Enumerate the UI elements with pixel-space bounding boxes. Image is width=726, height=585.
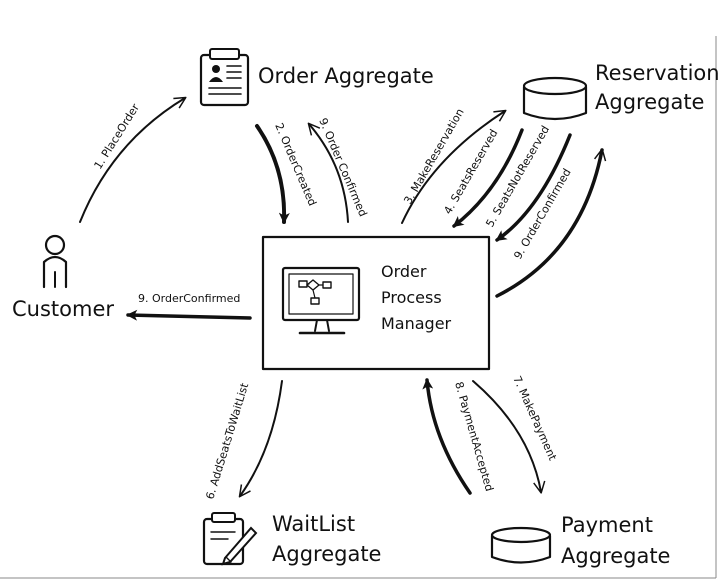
order-confirmed-customer-label: 9. OrderConfirmed [138, 292, 240, 305]
monitor-flowchart-icon [281, 266, 361, 335]
edge-order-confirmed-order: 9. Order Confirmed [307, 116, 370, 223]
edge-payment-accepted: 8. PaymentAccepted [422, 378, 496, 495]
process-manager-label-line3: Manager [381, 314, 452, 333]
waitlist-aggregate-label-line1: WaitList [272, 512, 355, 536]
edge-order-created: 2. OrderCreated [255, 121, 319, 224]
reservation-aggregate-label-line2: Aggregate [595, 90, 704, 114]
place-order-arrow [79, 96, 187, 223]
process-manager-node: Order Process Manager [261, 235, 491, 371]
person-icon [42, 234, 68, 289]
waitlist-aggregate-node: WaitList Aggregate [202, 512, 381, 566]
edge-order-confirmed-customer: 9. OrderConfirmed [126, 292, 252, 321]
order-confirmed-reservation-arrow [495, 148, 607, 298]
waitlist-aggregate-label-line2: Aggregate [272, 542, 381, 566]
database-icon [522, 76, 588, 121]
order-confirmed-order-arrow [307, 122, 349, 223]
order-confirmed-order-label: 9. Order Confirmed [316, 116, 369, 219]
payment-aggregate-label-line1: Payment [561, 513, 653, 537]
make-payment-label: 7. MakePayment [510, 374, 559, 463]
seats-not-reserved-arrow [495, 133, 572, 242]
add-seats-to-waitlist-label: 6. AddSeatsToWaitList [203, 381, 251, 501]
customer-label: Customer [12, 297, 114, 321]
add-seats-to-waitlist-arrow [238, 380, 283, 498]
reservation-aggregate-label-line1: Reservation [595, 61, 720, 85]
order-aggregate-node: Order Aggregate [199, 48, 434, 107]
edge-add-seats-to-waitlist: 6. AddSeatsToWaitList [203, 380, 283, 501]
order-aggregate-label: Order Aggregate [258, 64, 434, 88]
make-payment-arrow [472, 380, 546, 494]
payment-aggregate-node: Payment Aggregate [490, 513, 670, 568]
process-manager-label-line1: Order [381, 262, 427, 281]
customer-node: Customer [12, 234, 114, 321]
order-created-label: 2. OrderCreated [272, 121, 319, 208]
reservation-aggregate-node: Reservation Aggregate [522, 61, 720, 121]
order-created-arrow [255, 124, 290, 224]
edge-place-order: 1. PlaceOrder [79, 96, 187, 223]
clipboard-icon [199, 48, 250, 107]
database-icon [490, 526, 552, 564]
seats-reserved-arrow [452, 128, 524, 228]
order-confirmed-customer-arrow [126, 309, 252, 321]
make-reservation-arrow [401, 109, 507, 224]
process-manager-label-line2: Process [381, 288, 442, 307]
payment-aggregate-label-line2: Aggregate [561, 544, 670, 568]
payment-accepted-arrow [422, 378, 472, 495]
process-manager-box [261, 235, 491, 371]
clipboard-pencil-icon [202, 512, 258, 566]
